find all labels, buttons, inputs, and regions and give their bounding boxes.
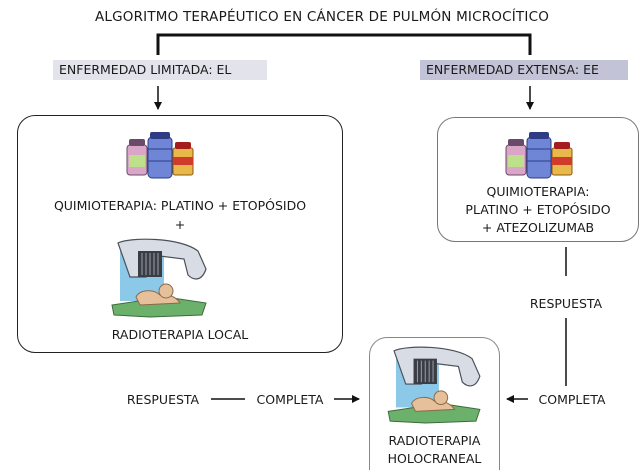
extensive-treatment-box bbox=[437, 117, 639, 242]
limited-complete-text: COMPLETA bbox=[256, 392, 324, 407]
top-bracket bbox=[156, 33, 532, 55]
outcome-line2: HOLOCRANEAL bbox=[387, 451, 482, 466]
limited-plus-text: + bbox=[174, 217, 186, 232]
extensive-chemo-line1: QUIMIOTERAPIA: bbox=[486, 184, 590, 199]
limited-disease-label: ENFERMEDAD LIMITADA: EL bbox=[53, 60, 267, 80]
medicine-bottles-icon bbox=[505, 132, 573, 179]
limited-chemo-text: QUIMIOTERAPIA: PLATINO + ETOPÓSIDO bbox=[53, 198, 307, 213]
extensive-chemo-line3: + ATEZOLIZUMAB bbox=[481, 220, 595, 235]
medicine-bottles-icon bbox=[126, 132, 194, 179]
extensive-chemo-line2: PLATINO + ETOPÓSIDO bbox=[465, 202, 611, 217]
radiotherapy-machine-icon bbox=[111, 238, 207, 318]
outcome-line1: RADIOTERAPIA bbox=[388, 433, 481, 448]
extensive-response-text: RESPUESTA bbox=[529, 296, 603, 311]
radiotherapy-machine-icon bbox=[387, 346, 481, 424]
extensive-disease-label: ENFERMEDAD EXTENSA: EE bbox=[420, 60, 628, 80]
limited-radio-text: RADIOTERAPIA LOCAL bbox=[111, 327, 249, 342]
limited-response-text: RESPUESTA bbox=[126, 392, 200, 407]
extensive-complete-text: COMPLETA bbox=[538, 392, 606, 407]
diagram-title: ALGORITMO TERAPÉUTICO EN CÁNCER DE PULMÓ… bbox=[94, 9, 550, 25]
